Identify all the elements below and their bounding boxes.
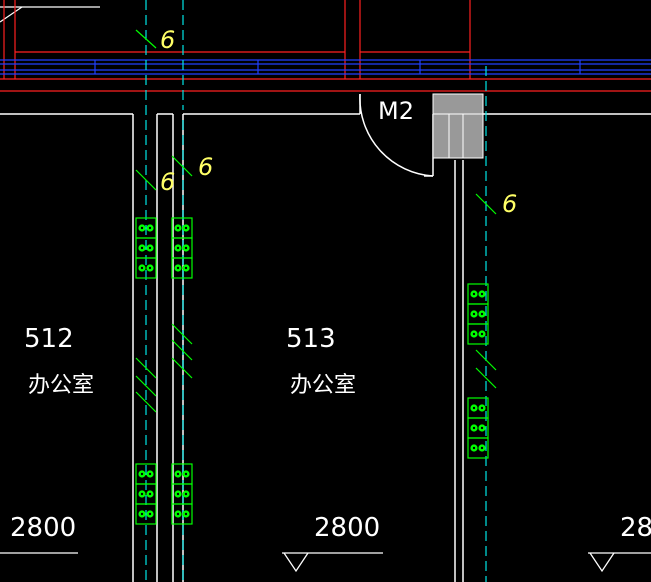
socket-hole xyxy=(176,226,180,230)
socket-hole xyxy=(148,472,152,476)
socket-hole xyxy=(148,266,152,270)
door-label: M2 xyxy=(378,97,414,125)
socket-hole xyxy=(148,246,152,250)
socket-hole xyxy=(176,512,180,516)
red-structure-lines xyxy=(0,0,651,92)
socket-hole xyxy=(480,406,484,410)
socket-hole xyxy=(480,292,484,296)
elevation-label: 28 xyxy=(620,513,651,543)
socket-cell xyxy=(171,503,193,525)
blue-duct-lines xyxy=(0,59,651,75)
socket-hole xyxy=(472,312,476,316)
room-number-513: 513 xyxy=(286,324,336,354)
room-name-513: 办公室 xyxy=(290,373,356,398)
socket-hole xyxy=(184,226,188,230)
elevation-markers xyxy=(0,552,651,573)
elevation-label: 2800 xyxy=(314,513,380,543)
socket-stacks xyxy=(135,217,489,525)
conduit-label: 6 xyxy=(502,190,517,218)
socket-stack xyxy=(135,463,157,525)
socket-hole xyxy=(480,426,484,430)
socket-hole xyxy=(176,266,180,270)
conduit-label: 6 xyxy=(160,168,175,196)
socket-hole xyxy=(140,492,144,496)
socket-hole xyxy=(176,472,180,476)
conduit-label: 6 xyxy=(198,153,213,181)
socket-cell xyxy=(135,257,157,279)
gray-column xyxy=(432,93,484,159)
socket-hole xyxy=(176,492,180,496)
socket-stack xyxy=(467,283,489,345)
socket-hole xyxy=(140,246,144,250)
socket-hole xyxy=(472,446,476,450)
socket-hole xyxy=(184,472,188,476)
conduit-annotations: 6 6 6 6 xyxy=(160,26,517,218)
socket-cell xyxy=(467,437,489,459)
socket-cell xyxy=(171,257,193,279)
elevation-label: 2800 xyxy=(10,513,76,543)
socket-hole xyxy=(140,512,144,516)
cyan-conduits xyxy=(145,0,487,582)
room-number-512: 512 xyxy=(24,324,74,354)
socket-hole xyxy=(472,332,476,336)
door-m2 xyxy=(359,93,434,177)
socket-hole xyxy=(184,266,188,270)
socket-stack xyxy=(171,463,193,525)
socket-cell xyxy=(135,503,157,525)
green-tick-marks xyxy=(135,29,497,413)
socket-hole xyxy=(148,226,152,230)
socket-hole xyxy=(148,492,152,496)
socket-hole xyxy=(472,426,476,430)
socket-stack xyxy=(467,397,489,459)
socket-hole xyxy=(184,512,188,516)
socket-hole xyxy=(140,266,144,270)
socket-hole xyxy=(472,292,476,296)
socket-hole xyxy=(148,512,152,516)
socket-hole xyxy=(176,246,180,250)
socket-stack xyxy=(171,217,193,279)
socket-hole xyxy=(480,332,484,336)
socket-hole xyxy=(140,226,144,230)
room-name-512: 办公室 xyxy=(28,373,94,398)
socket-stack xyxy=(135,217,157,279)
socket-cell xyxy=(467,323,489,345)
socket-hole xyxy=(184,492,188,496)
socket-hole xyxy=(480,446,484,450)
socket-hole xyxy=(184,246,188,250)
socket-hole xyxy=(480,312,484,316)
socket-hole xyxy=(140,472,144,476)
socket-hole xyxy=(472,406,476,410)
conduit-label: 6 xyxy=(160,26,175,54)
